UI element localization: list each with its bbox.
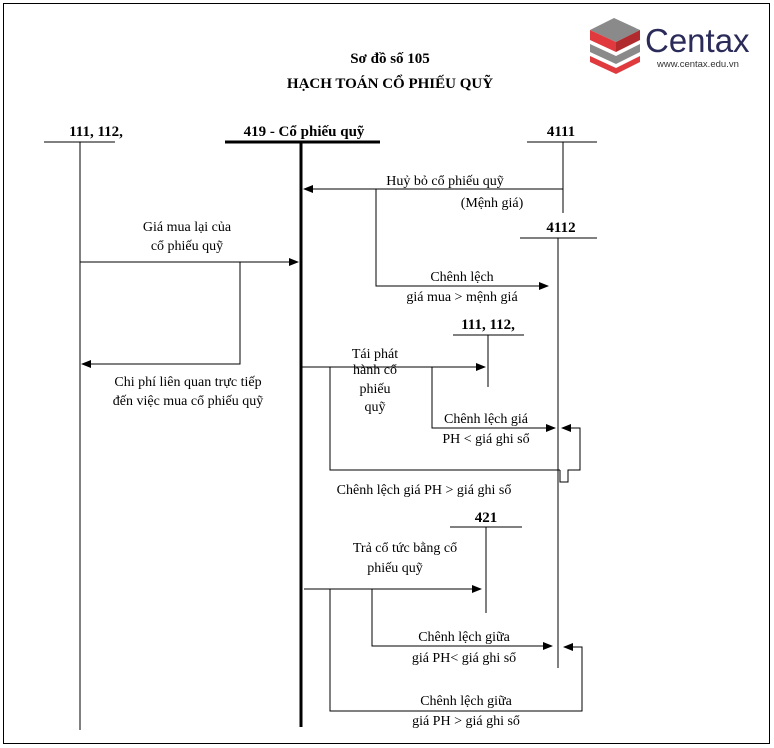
label-chi-phi-2: đến việc mua cổ phiếu quỹ (113, 394, 263, 409)
arrow-chenh-lech-menh-gia (375, 189, 549, 290)
label-gia-mua-1: Giá mua lại của (143, 220, 232, 235)
account-421-label: 421 (475, 510, 498, 526)
arrow-cl-gia-nho-hon (431, 367, 556, 432)
diagram-title: HẠCH TOÁN CỔ PHIẾU QUỸ (287, 74, 493, 92)
label-cl-gia-gt: Chênh lệch giá PH > giá ghi sổ (337, 483, 512, 498)
logo-url: www.centax.edu.vn (656, 59, 739, 70)
account-4111-label: 4111 (547, 124, 575, 140)
diagram-frame (3, 3, 770, 744)
label-tai-phat-4: quỹ (365, 400, 386, 415)
label-gia-mua-menh-gia: giá mua > mệnh giá (406, 290, 518, 305)
label-cl-gia-1: Chênh lệch giá (444, 412, 529, 427)
label-cl-giua-1a: Chênh lệch giữa (418, 630, 510, 645)
label-gia-mua-2: cổ phiếu quỹ (151, 239, 223, 254)
centax-logo: Centax www.centax.edu.vn (590, 18, 750, 74)
account-111-left-label: 111, 112, (69, 124, 123, 140)
label-chi-phi-1: Chi phí liên quan trực tiếp (114, 375, 261, 390)
label-cl-giua-2a: Chênh lệch giữa (420, 694, 512, 709)
label-tai-phat-3: phiếu (359, 382, 390, 397)
label-tai-phat-1: Tái phát (352, 347, 398, 362)
label-cl-giua-2b: giá PH > giá ghi sổ (412, 714, 520, 729)
label-huy-bo: Huỷ bỏ cổ phiếu quỹ (386, 174, 503, 189)
account-4112-label: 4112 (546, 220, 575, 236)
centax-logo-icon (590, 18, 640, 74)
label-tra-co-tuc-1: Trả cổ tức bằng cổ (353, 541, 457, 556)
logo-name: Centax (645, 22, 750, 59)
label-menh-gia: (Mệnh giá) (461, 196, 524, 211)
arrow-cl-giua-lon-hon (329, 589, 583, 712)
arrow-cl-giua-nho-hon (371, 589, 553, 650)
account-419-label: 419 - Cổ phiếu quỹ (244, 124, 365, 140)
account-111-mid-label: 111, 112, (461, 317, 515, 333)
diagram-number: Sơ đồ số 105 (350, 51, 430, 67)
label-chenh-lech: Chênh lệch (430, 270, 493, 285)
arrow-cl-gia-lon-hon (559, 424, 581, 483)
label-cl-gia-2: PH < giá ghi sổ (442, 432, 529, 447)
label-tra-co-tuc-2: phiếu quỹ (367, 561, 423, 576)
label-tai-phat-2: hành cổ (353, 363, 397, 378)
arrow-chi-phi (81, 262, 241, 368)
label-cl-giua-1b: giá PH< giá ghi sổ (412, 651, 516, 666)
line-cl-gia-lon-hon-left (329, 367, 560, 471)
